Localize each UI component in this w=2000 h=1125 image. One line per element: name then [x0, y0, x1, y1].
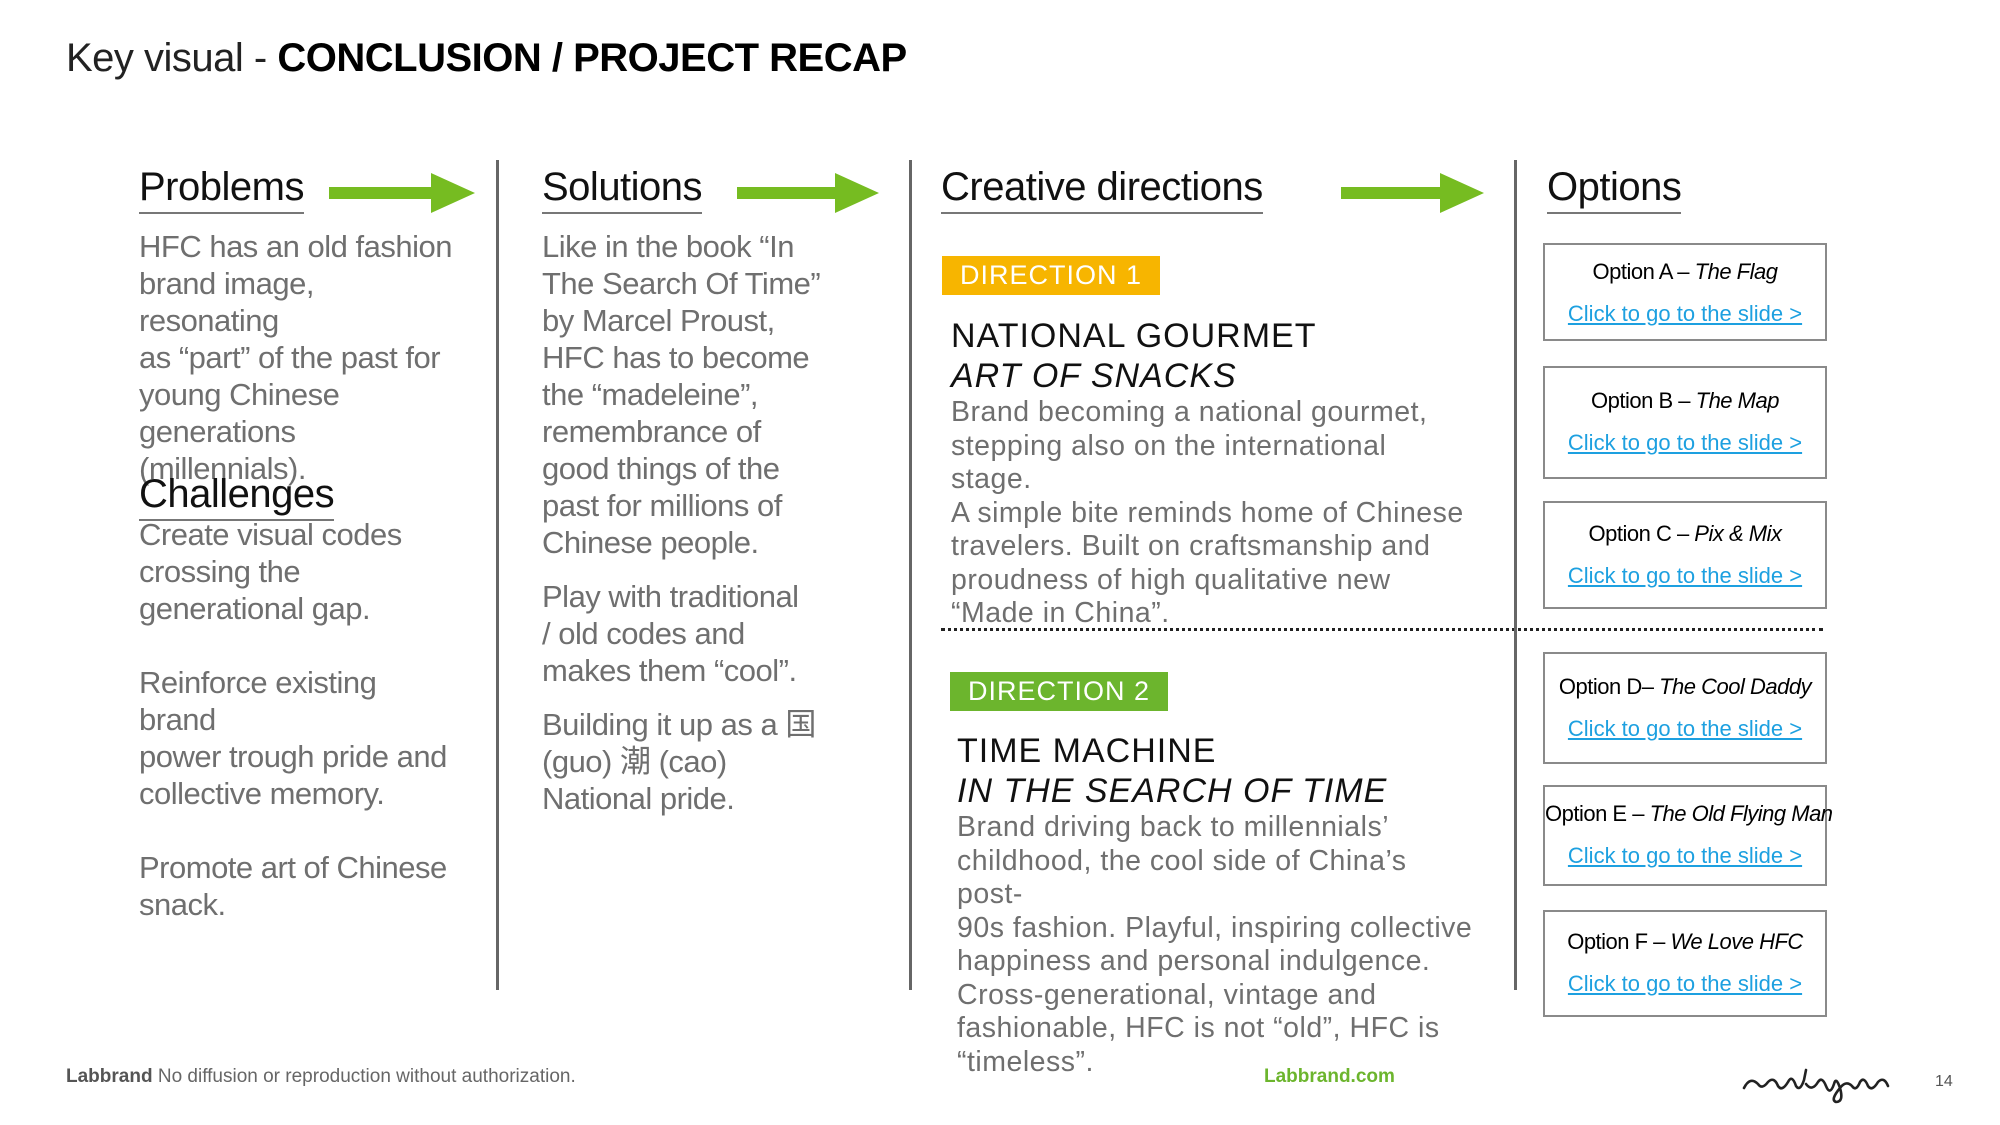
- text-line: past for millions of: [542, 488, 782, 523]
- slide-title: Key visual - CONCLUSION / PROJECT RECAP: [66, 36, 907, 81]
- text-line: travelers. Built on craftsmanship and: [951, 530, 1431, 562]
- text-line: young Chinese: [139, 377, 340, 412]
- option-d-link[interactable]: Click to go to the slide >: [1567, 716, 1803, 741]
- option-card-b: Option B – The Map Click to go to the sl…: [1543, 366, 1827, 479]
- text-line: remembrance of: [542, 414, 761, 449]
- text-line: Chinese people.: [542, 525, 759, 560]
- text-line: the “madeleine”,: [542, 377, 759, 412]
- option-card-e: Option E – The Old Flying Man Click to g…: [1543, 785, 1833, 886]
- option-card-c: Option C – Pix & Mix Click to go to the …: [1543, 501, 1827, 609]
- slide-title-prefix: Key visual -: [66, 36, 278, 80]
- slide-title-main: CONCLUSION / PROJECT RECAP: [277, 36, 907, 80]
- text-line: Brand becoming a national gourmet,: [951, 396, 1428, 428]
- text-line: Promote art of Chinese: [139, 850, 447, 885]
- direction-1-subtitle: ART OF SNACKS: [951, 357, 1237, 395]
- text-line: “Made in China”.: [951, 597, 1170, 629]
- option-f-name: Option F – We Love HFC: [1567, 929, 1803, 954]
- option-e-link[interactable]: Click to go to the slide >: [1567, 843, 1803, 868]
- text-line: fashionable, HFC is not “old”, HFC is: [957, 1012, 1440, 1044]
- option-a-link[interactable]: Click to go to the slide >: [1567, 301, 1803, 326]
- text-line: collective memory.: [139, 776, 385, 811]
- footer-notice: Labbrand No diffusion or reproduction wi…: [66, 1066, 576, 1088]
- text-line: brand image, resonating: [139, 266, 314, 338]
- problems-heading: Problems: [139, 165, 304, 214]
- text-line: (guo) 潮 (cao): [542, 744, 727, 779]
- option-c-name: Option C – Pix & Mix: [1588, 521, 1782, 546]
- footer-notice-text: No diffusion or reproduction without aut…: [152, 1066, 576, 1087]
- problems-text: HFC has an old fashion brand image, reso…: [139, 228, 459, 487]
- text-line: snack.: [139, 887, 226, 922]
- direction-2-text: Brand driving back to millennials’ child…: [957, 811, 1477, 1079]
- text-line: / old codes and: [542, 616, 745, 651]
- text-line: Like in the book “In: [542, 229, 794, 264]
- column-divider: [496, 160, 499, 990]
- challenges-heading: Challenges: [139, 472, 335, 521]
- text-line: Create visual codes: [139, 517, 402, 552]
- options-heading: Options: [1547, 165, 1682, 214]
- text-line: HFC has to become: [542, 340, 810, 375]
- text-line: generational gap.: [139, 591, 371, 626]
- text-line: power trough pride and: [139, 739, 447, 774]
- footer-brand: Labbrand: [66, 1066, 153, 1087]
- direction-2-subtitle: IN THE SEARCH OF TIME: [957, 772, 1388, 810]
- challenges-text: Create visual codes crossing the generat…: [139, 516, 459, 923]
- option-card-f: Option F – We Love HFC Click to go to th…: [1543, 910, 1827, 1017]
- text-line: crossing the: [139, 554, 301, 589]
- text-line: stepping also on the international stage…: [951, 429, 1387, 496]
- solutions-text: Like in the book “In The Search Of Time”…: [542, 228, 842, 817]
- text-line: Building it up as a 国: [542, 707, 816, 742]
- text-line: generations (millennials).: [139, 414, 306, 486]
- text-line: by Marcel Proust,: [542, 303, 775, 338]
- column-divider: [909, 160, 912, 990]
- direction-1-text: Brand becoming a national gourmet, stepp…: [951, 396, 1471, 631]
- direction-1-title: NATIONAL GOURMET: [951, 317, 1317, 355]
- dotted-separator: [941, 628, 1823, 631]
- text-line: as “part” of the past for: [139, 340, 441, 375]
- direction-1-tag: DIRECTION 1: [942, 256, 1161, 295]
- option-card-a: Option A – The Flag Click to go to the s…: [1543, 243, 1827, 341]
- text-line: proudness of high qualitative new: [951, 563, 1391, 596]
- text-line: makes them “cool”.: [542, 653, 797, 688]
- direction-2-title: TIME MACHINE: [957, 732, 1217, 770]
- text-line: Reinforce existing brand: [139, 665, 377, 737]
- arrow-right-icon: [329, 173, 475, 213]
- text-line: The Search Of Time”: [542, 266, 821, 301]
- option-b-name: Option B – The Map: [1591, 388, 1779, 413]
- text-line: National pride.: [542, 781, 735, 816]
- arrow-right-icon: [737, 173, 879, 213]
- text-line: childhood, the cool side of China’s post…: [957, 844, 1407, 911]
- text-line: Brand driving back to millennials’: [957, 811, 1390, 843]
- text-line: good things of the: [542, 451, 780, 486]
- direction-2-tag: DIRECTION 2: [950, 672, 1169, 711]
- text-line: Cross-generational, vintage and: [957, 978, 1377, 1011]
- text-line: A simple bite reminds home of Chinese: [951, 496, 1464, 529]
- footer-website[interactable]: Labbrand.com: [1264, 1066, 1395, 1087]
- text-line: HFC has an old fashion: [139, 229, 452, 264]
- signature-logo-icon: [1742, 1068, 1890, 1104]
- creative-directions-heading: Creative directions: [941, 165, 1263, 214]
- option-f-link[interactable]: Click to go to the slide >: [1567, 971, 1803, 996]
- column-divider: [1514, 160, 1517, 990]
- text-line: Play with traditional: [542, 579, 799, 614]
- option-c-link[interactable]: Click to go to the slide >: [1567, 563, 1803, 588]
- option-b-link[interactable]: Click to go to the slide >: [1567, 430, 1803, 455]
- option-d-name: Option D– The Cool Daddy: [1558, 674, 1812, 699]
- page-number: 14: [1935, 1073, 1953, 1090]
- text-line: 90s fashion. Playful, inspiring collecti…: [957, 911, 1473, 944]
- option-card-d: Option D– The Cool Daddy Click to go to …: [1543, 652, 1827, 764]
- arrow-right-icon: [1341, 173, 1484, 213]
- solutions-heading: Solutions: [542, 165, 703, 214]
- text-line: happiness and personal indulgence.: [957, 945, 1431, 977]
- option-a-name: Option A – The Flag: [1592, 259, 1778, 284]
- option-e-name: Option E – The Old Flying Man: [1545, 801, 1833, 826]
- text-line: “timeless”.: [957, 1045, 1094, 1078]
